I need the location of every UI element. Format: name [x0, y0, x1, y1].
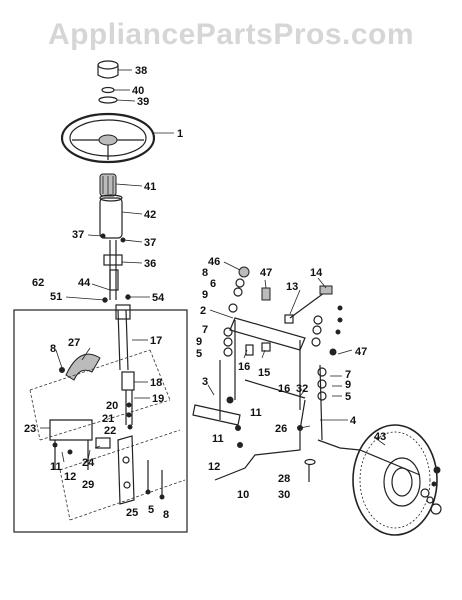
callout-43: 43	[374, 431, 386, 443]
callout-13: 13	[286, 281, 298, 293]
callout-42: 42	[144, 209, 156, 221]
callout-15: 15	[258, 367, 270, 379]
steering-gear-inset-box	[13, 309, 188, 533]
callout-18: 18	[150, 377, 162, 389]
callout-11-axle-lower: 11	[212, 433, 224, 445]
callout-16-lower: 16	[278, 383, 290, 395]
callout-3: 3	[202, 376, 208, 388]
callout-32: 32	[296, 383, 308, 395]
callout-12-inset: 12	[64, 471, 76, 483]
callout-46: 46	[208, 256, 220, 268]
callout-20: 20	[106, 400, 118, 412]
callout-labels: 38 40 39 1 41 42 37 37 36 62 44 51 54 17…	[24, 65, 386, 521]
callout-27: 27	[68, 337, 80, 349]
callout-11-inset: 11	[50, 461, 62, 473]
steering-boot	[99, 194, 123, 239]
callout-1: 1	[177, 128, 183, 140]
callout-36: 36	[144, 258, 156, 270]
callout-54: 54	[152, 292, 165, 304]
callout-9-right: 9	[345, 379, 351, 391]
callout-29: 29	[82, 479, 94, 491]
callout-47-right: 47	[355, 346, 367, 358]
callout-51: 51	[50, 291, 62, 303]
bushing	[95, 437, 111, 449]
drag-link	[284, 285, 333, 324]
callout-9-axle-top: 9	[202, 289, 208, 301]
callout-10: 10	[237, 489, 249, 501]
drag-link-lower	[214, 399, 306, 481]
washer-40	[101, 86, 115, 94]
callout-16-upper: 16	[238, 361, 250, 373]
callout-12-axle: 12	[208, 461, 220, 473]
callout-21: 21	[102, 413, 114, 425]
callout-8-inset-bottom: 8	[163, 509, 169, 521]
callout-9-left: 9	[196, 336, 202, 348]
callout-19: 19	[152, 393, 164, 405]
callout-8-inset-top: 8	[50, 343, 56, 355]
callout-41: 41	[144, 181, 156, 193]
callout-6: 6	[210, 278, 216, 290]
callout-40: 40	[132, 85, 144, 97]
callout-47-top: 47	[260, 267, 272, 279]
steering-adapter	[99, 173, 117, 197]
callout-28: 28	[278, 473, 290, 485]
pivot-plate	[117, 435, 135, 505]
callout-37-right: 37	[144, 237, 156, 249]
callout-7-left: 7	[202, 324, 208, 336]
watermark: AppliancePartsPros.com	[48, 18, 414, 51]
callout-25: 25	[126, 507, 138, 519]
callout-26: 26	[275, 423, 287, 435]
bolt-47a	[261, 287, 271, 301]
nut-46	[238, 266, 250, 278]
callout-5-right: 5	[345, 391, 351, 403]
steering-cap	[97, 60, 119, 79]
tie-rod	[244, 379, 306, 399]
callout-5-inset: 5	[148, 504, 154, 516]
callout-62: 62	[32, 277, 44, 289]
front-axle-bracket	[229, 317, 306, 410]
callout-14: 14	[310, 267, 323, 279]
callout-17: 17	[150, 335, 162, 347]
front-wheel	[352, 424, 438, 536]
callout-2: 2	[200, 305, 206, 317]
callout-22: 22	[104, 425, 116, 437]
callout-23: 23	[24, 423, 36, 435]
adapter-39	[98, 96, 118, 104]
spindle-left	[192, 360, 241, 426]
callout-5-left: 5	[196, 348, 202, 360]
callout-39: 39	[137, 96, 149, 108]
callout-30: 30	[278, 489, 290, 501]
callout-38: 38	[135, 65, 147, 77]
steering-bracket	[49, 419, 93, 470]
callout-11-axle-upper: 11	[250, 407, 262, 419]
sector-gear	[59, 353, 101, 381]
leader-lines	[40, 69, 386, 463]
callout-8-axle: 8	[202, 267, 208, 279]
steering-wheel	[60, 112, 156, 164]
callout-37-left: 37	[72, 229, 84, 241]
callout-24: 24	[82, 457, 95, 469]
callout-44: 44	[78, 277, 91, 289]
callout-7-right: 7	[345, 369, 351, 381]
spindle-right	[317, 364, 361, 451]
callout-4: 4	[350, 415, 357, 427]
